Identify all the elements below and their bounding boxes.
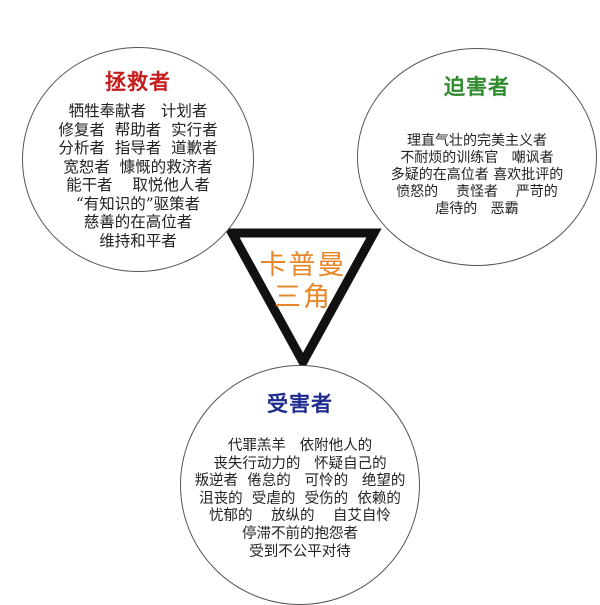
victim-title: 受害者 — [267, 391, 333, 416]
trait-line: 理直气壮的完美主义者 — [407, 133, 547, 149]
trait-line: 叛逆者 倦怠的 可怜的 绝望的 — [194, 473, 406, 490]
trait-line: 牺牲奉献者 计划者 — [68, 102, 208, 120]
karpman-label-line1: 卡普曼 — [259, 250, 347, 281]
drama-triangle — [224, 228, 382, 372]
trait-line: 修复者 帮助者 实行者 — [58, 120, 218, 139]
trait-line: 虐待的 恶霸 — [435, 201, 519, 217]
trait-line: 不耐烦的训练官 嘲讽者 — [400, 150, 554, 166]
trait-line: 宽恕者 慷慨的救济者 — [63, 157, 213, 176]
rescuer-circle: 拯救者 牺牲奉献者 计划者 修复者 帮助者 实行者 分析者 指导者 道歉者 宽恕… — [22, 47, 254, 272]
trait-line: 忧郁的 放纵的 自艾自怜 — [209, 508, 391, 525]
victim-traits: 代罪羔羊 依附他人的 丧失行动力的 怀疑自己的 叛逆者 倦怠的 可怜的 绝望的 … — [181, 438, 419, 561]
persecutor-traits: 理直气壮的完美主义者 不耐烦的训练官 嘲讽者 多疑的在高位者 喜欢批评的 愤怒的… — [358, 133, 596, 218]
karpman-label-line2: 三角 — [274, 282, 332, 313]
persecutor-title: 迫害者 — [444, 74, 510, 99]
trait-line: 分析者 指导者 道歉者 — [58, 139, 218, 157]
trait-line: 愤怒的 责怪者 严苛的 — [396, 184, 558, 200]
rescuer-traits: 牺牲奉献者 计划者 修复者 帮助者 实行者 分析者 指导者 道歉者 宽恕者 慷慨… — [23, 102, 253, 250]
trait-line: 多疑的在高位者 喜欢批评的 — [390, 167, 564, 183]
trait-line: 慈善的在高位者 — [83, 213, 193, 231]
trait-line: 能干者 取悦他人者 — [66, 176, 210, 194]
persecutor-circle: 迫害者 理直气壮的完美主义者 不耐烦的训练官 嘲讽者 多疑的在高位者 喜欢批评的… — [357, 48, 597, 266]
trait-line: 代罪羔羊 依附他人的 — [227, 438, 373, 454]
trait-line: 沮丧的 受虐的 受伤的 依赖的 — [199, 490, 401, 507]
trait-line: 丧失行动力的 怀疑自己的 — [213, 455, 387, 472]
trait-line: 停滞不前的抱怨者 — [242, 525, 358, 542]
trait-line: 维持和平者 — [99, 231, 177, 250]
trait-line: “有知识的”驱策者 — [75, 194, 201, 213]
trait-line: 受到不公平对待 — [249, 543, 351, 560]
victim-circle: 受害者 代罪羔羊 依附他人的 丧失行动力的 怀疑自己的 叛逆者 倦怠的 可怜的 … — [180, 365, 420, 605]
rescuer-title: 拯救者 — [105, 69, 171, 94]
